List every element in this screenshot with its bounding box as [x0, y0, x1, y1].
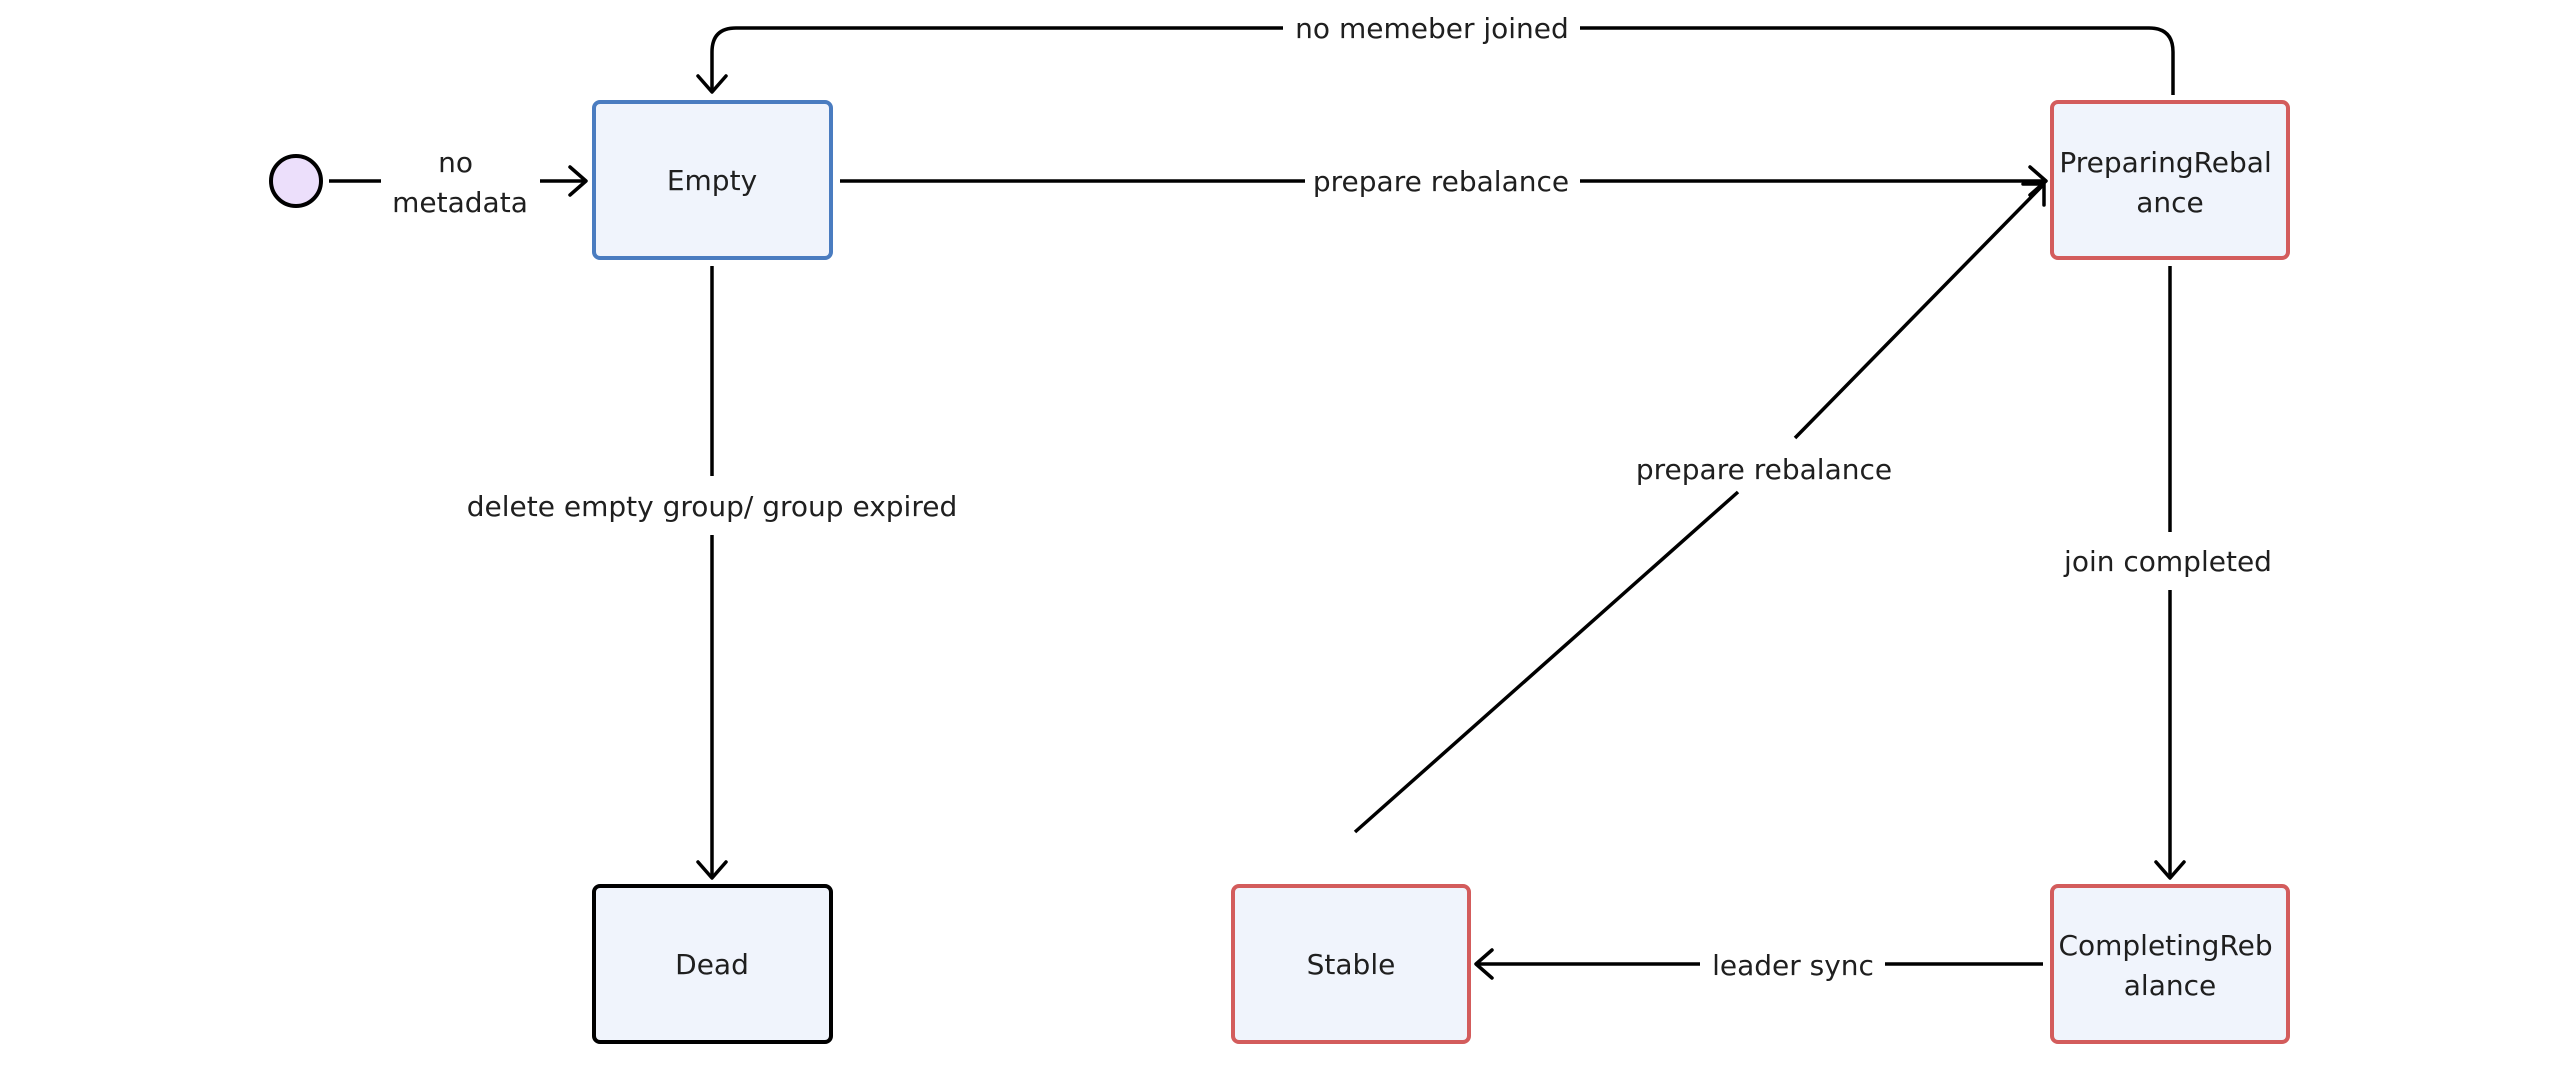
state-preparing-label: PreparingRebal ance — [2059, 146, 2280, 219]
state-dead-label: Dead — [675, 948, 749, 981]
edge-leader-sync — [1474, 948, 2043, 980]
state-preparing-label-line1: PreparingRebal — [2059, 146, 2271, 179]
label-empty-prepare-rebalance: prepare rebalance — [1313, 165, 1569, 198]
label-stable-prepare-rebalance: prepare rebalance — [1636, 453, 1892, 486]
label-no-member-joined: no memeber joined — [1295, 12, 1569, 45]
state-preparing-label-line2: ance — [2136, 186, 2204, 219]
state-stable: Stable — [1231, 884, 1471, 1044]
state-completing-rebalance: CompletingReb alance — [2050, 884, 2290, 1044]
edge-join-completed — [2154, 266, 2186, 880]
state-completing-label-line1: CompletingReb — [2058, 929, 2272, 962]
label-no-metadata-line1: no — [438, 146, 473, 179]
state-dead: Dead — [592, 884, 833, 1044]
edge-empty-to-preparing — [840, 165, 2048, 197]
label-leader-sync: leader sync — [1712, 949, 1874, 982]
edge-no-member-joined — [696, 26, 2175, 95]
label-no-metadata-line2: metadata — [392, 186, 528, 219]
state-preparing-rebalance: PreparingRebal ance — [2050, 100, 2290, 260]
label-no-metadata: no metadata — [392, 146, 528, 219]
state-completing-label: CompletingReb alance — [2058, 929, 2281, 1002]
state-completing-label-line2: alance — [2124, 969, 2216, 1002]
edge-start-to-empty — [329, 165, 588, 197]
state-empty: Empty — [592, 100, 833, 260]
state-empty-label: Empty — [667, 164, 757, 197]
edge-empty-to-dead — [696, 266, 728, 880]
label-join-completed: join completed — [2063, 545, 2272, 578]
edge-stable-to-preparing — [1353, 182, 2046, 834]
label-delete-empty-group: delete empty group/ group expired — [467, 490, 957, 523]
state-stable-label: Stable — [1307, 948, 1396, 981]
initial-state-icon — [269, 154, 323, 208]
